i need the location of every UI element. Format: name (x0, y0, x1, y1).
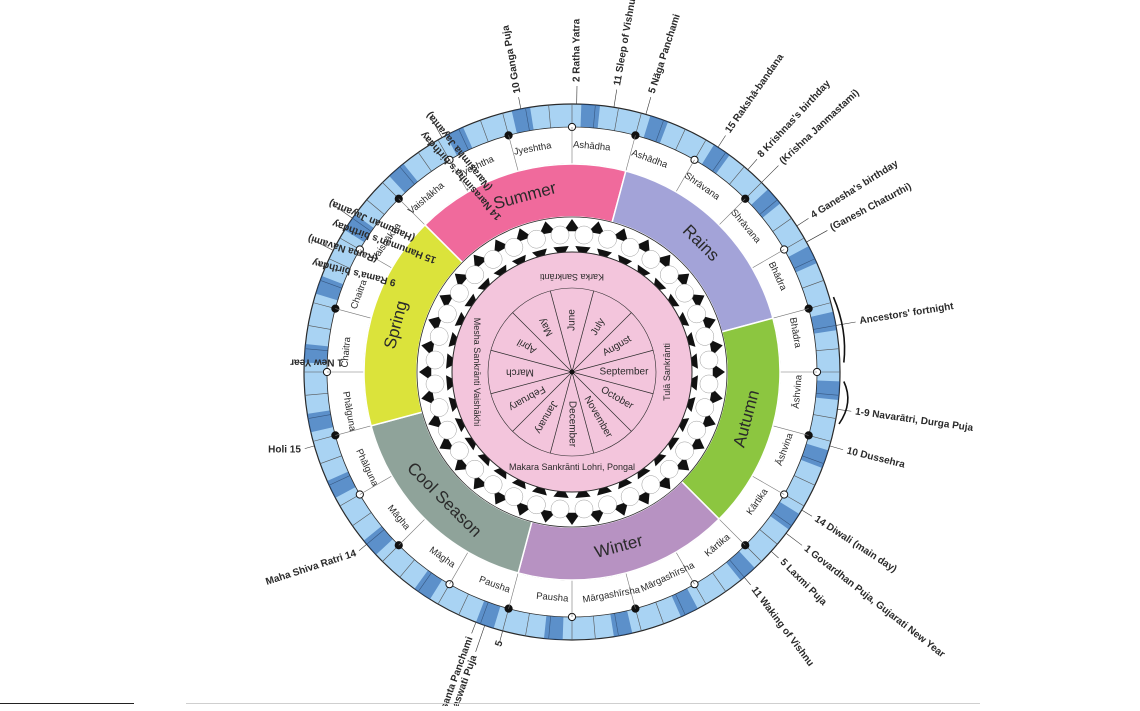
festival-leader (476, 625, 485, 651)
moon-phase-marker (691, 581, 698, 588)
scallop (551, 226, 569, 244)
scallop (621, 238, 639, 256)
scallop (642, 476, 660, 494)
festival-leader (802, 510, 812, 516)
scallop (505, 238, 523, 256)
navaratri-brace (839, 381, 848, 423)
moon-phase-marker (446, 581, 453, 588)
dark-day-segment (816, 381, 840, 400)
festival-leader (837, 409, 851, 411)
scallop (438, 421, 456, 439)
scallop (676, 442, 694, 460)
gregorian-month-label: March (506, 366, 534, 377)
scallop (505, 488, 523, 506)
scallop (426, 351, 444, 369)
scallop (696, 327, 714, 345)
festival-leader (614, 90, 617, 108)
scallop (700, 375, 718, 393)
sankranti-label: Makara Sankrānti Lohri, Pongal (509, 462, 635, 472)
scallop (688, 305, 706, 323)
festival-label: 10 Ganga Puja (500, 24, 523, 94)
scallop (430, 399, 448, 417)
scallop (660, 266, 678, 284)
festival-label: 5 Nāga Panchami (647, 13, 683, 95)
scallop (700, 351, 718, 369)
festival-leader (748, 159, 757, 170)
footnote-rule (0, 703, 134, 704)
bottom-divider (186, 703, 980, 704)
festival-label: 11 Waking of Vishnu (749, 585, 816, 669)
dark-day-segment (544, 616, 563, 640)
festival-leader (836, 322, 856, 325)
moon-phase-marker (781, 491, 788, 498)
scallop (575, 226, 593, 244)
festival-leader (359, 544, 367, 550)
scallop (696, 399, 714, 417)
sankranti-label: Karka Sankrānti (540, 272, 604, 282)
festival-leader (830, 446, 843, 450)
festival-leader (771, 551, 778, 558)
scallop (527, 496, 545, 514)
dark-day-segment (581, 104, 600, 128)
gregorian-month-label: September (600, 367, 650, 378)
festival-label: Holi 15 (268, 444, 301, 455)
festival-leader (786, 533, 802, 545)
festival-leader (744, 577, 750, 585)
hub (570, 370, 575, 375)
gregorian-month-label: June (567, 309, 578, 331)
festival-label: (Ganesh Chaturthi) (828, 181, 913, 233)
scallop (430, 327, 448, 345)
moon-phase-marker (691, 156, 698, 163)
scallop (642, 250, 660, 268)
festival-label: 11 Sleep of Vishnu (612, 0, 638, 87)
scallop (438, 305, 456, 323)
festival-leader (519, 97, 521, 109)
festival-label: 10 Dussehra (846, 446, 907, 471)
festival-label: Ancestors' fortnight (859, 301, 955, 327)
scallop (621, 488, 639, 506)
festival-label: 1 New Year (290, 357, 343, 368)
scallop (450, 284, 468, 302)
festival-leader (500, 631, 503, 643)
festival-leader (806, 230, 827, 242)
festival-label: 1-9 Navarātri, Durga Puja (854, 406, 974, 434)
scallop (527, 230, 545, 248)
festival-leader (762, 166, 779, 183)
festival-leader (646, 97, 651, 114)
scallop (688, 421, 706, 439)
scallop (484, 476, 502, 494)
scallop (660, 460, 678, 478)
scallop (599, 496, 617, 514)
sankranti-label: Tulā Sankrānti (662, 343, 672, 401)
scallop (484, 250, 502, 268)
scallop (426, 375, 444, 393)
festival-leader (472, 622, 476, 633)
festival-label: Maha Shiva Ratri 14 (264, 548, 358, 588)
scallop (450, 442, 468, 460)
gregorian-month-label: December (566, 401, 577, 448)
festival-leader (718, 135, 726, 147)
festival-label: 5 (493, 639, 505, 648)
scallop (575, 500, 593, 518)
festival-label: 2 Ratha Yatra (572, 18, 583, 82)
scallop (676, 284, 694, 302)
scallop (551, 500, 569, 518)
festival-leader (797, 218, 809, 226)
scallop (599, 230, 617, 248)
sankranti-label: Mesha Sankrānti Vaishākhi (472, 318, 482, 426)
festival-label: 15 Rakshā-bandana (723, 52, 786, 136)
scallop (466, 266, 484, 284)
moon-phase-marker (781, 246, 788, 253)
festival-leader (305, 446, 315, 449)
scallop (466, 460, 484, 478)
